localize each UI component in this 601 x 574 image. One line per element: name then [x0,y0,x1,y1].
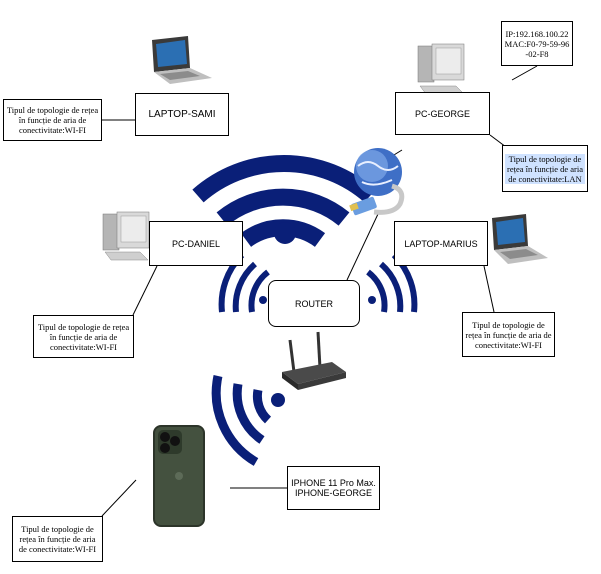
node-label: LAPTOP-SAMI [148,109,216,120]
node-label: ROUTER [295,298,333,309]
wifi-phone-icon [211,375,285,466]
note-text: Tipul de topologie de rețea în funcție d… [6,105,99,135]
line-iphone-note [101,479,137,517]
connector-lines [101,65,538,517]
node-label: PC-GEORGE [414,108,470,119]
note-text: Tipul de topologie de rețea în funcție d… [505,153,585,184]
note-lan-george: Tipul de topologie de rețea în funcție d… [502,145,588,192]
note-text: Tipul de topologie de rețea în funcție d… [37,321,130,352]
line-ip-george [511,65,538,81]
line-router-globe [346,213,379,281]
line-marius-note [483,265,495,313]
smartphone-icon [153,425,205,527]
node-laptop-sami: LAPTOP-SAMI [135,93,229,136]
mac-address: MAC:F0-79-59-96-02-F8 [504,38,570,59]
note-wifi-daniel: Tipul de topologie de rețea în funcție d… [33,315,134,358]
note-wifi-marius: Tipul de topologie de rețea în funcție d… [462,312,555,357]
router-icon [282,331,346,390]
note-text: Tipul de topologie de rețea în funcție d… [18,524,97,554]
ip-address: IP:192.168.100.22 [505,28,569,39]
node-label: IPHONE-GEORGE [294,488,372,498]
pc-george-address-box: IP:192.168.100.22 MAC:F0-79-59-96-02-F8 [501,21,573,66]
laptop-icon [492,214,548,264]
note-wifi-sami: Tipul de topologie de rețea în funcție d… [3,99,102,141]
wifi-icon [192,154,376,248]
node-router: ROUTER [268,280,360,327]
node-pc-daniel: PC-DANIEL [149,221,243,266]
node-pc-george: PC-GEORGE [395,92,490,135]
globe-network-icon [349,148,405,216]
line-daniel-note [132,265,158,316]
desktop-pc-icon [102,211,150,261]
laptop-icon [152,36,212,84]
desktop-pc-icon [417,43,465,95]
note-text: Tipul de topologie de rețea în funcție d… [465,319,552,350]
node-label: PC-DANIEL [171,238,220,249]
node-laptop-marius: LAPTOP-MARIUS [394,221,488,266]
note-wifi-iphone: Tipul de topologie de rețea în funcție d… [12,516,103,562]
node-label: LAPTOP-MARIUS [404,238,478,249]
node-label: IPHONE 11 Pro Max. [291,478,376,488]
node-iphone: IPHONE 11 Pro Max. IPHONE-GEORGE [287,466,380,510]
